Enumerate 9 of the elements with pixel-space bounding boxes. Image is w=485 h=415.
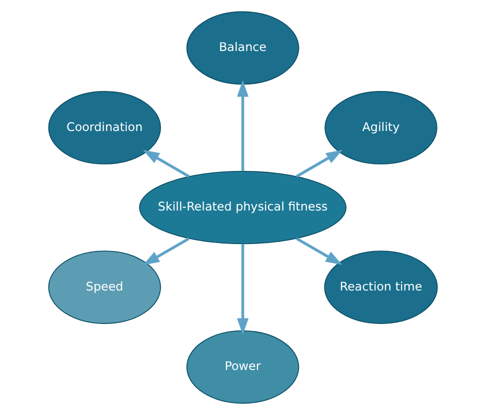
arrow (142, 150, 190, 178)
node-ellipse: Power (186, 330, 299, 404)
node-ellipse: Balance (186, 11, 299, 85)
node-ellipse: Skill-Related physical fitness (138, 170, 346, 244)
arrow (295, 150, 342, 178)
arrow (142, 237, 190, 266)
arrow (295, 237, 342, 265)
arrow (236, 244, 248, 335)
arrow (236, 80, 248, 171)
